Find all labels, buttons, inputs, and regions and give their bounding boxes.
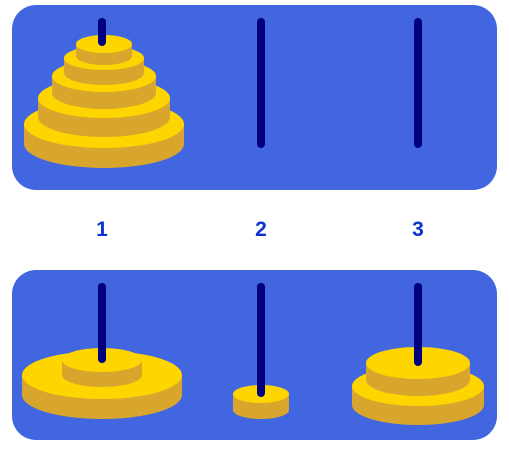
top-peg-1-rod-top: [98, 18, 106, 46]
peg-label-1: 1: [72, 212, 132, 248]
top-peg-3-rod[interactable]: [414, 18, 422, 148]
top-peg-2-rod[interactable]: [257, 18, 265, 148]
bottom-board-svg: [0, 265, 509, 450]
peg-labels: 1 2 3: [0, 212, 509, 248]
peg-label-3: 3: [388, 212, 448, 248]
peg-label-2: 2: [231, 212, 291, 248]
bottom-peg-2-rod-top: [257, 283, 265, 397]
bottom-peg-3-rod-top: [414, 283, 422, 366]
top-board-svg: [0, 0, 509, 195]
bottom-peg-1-rod-top: [98, 283, 106, 363]
top-board: [0, 0, 509, 195]
bottom-board: [0, 265, 509, 450]
